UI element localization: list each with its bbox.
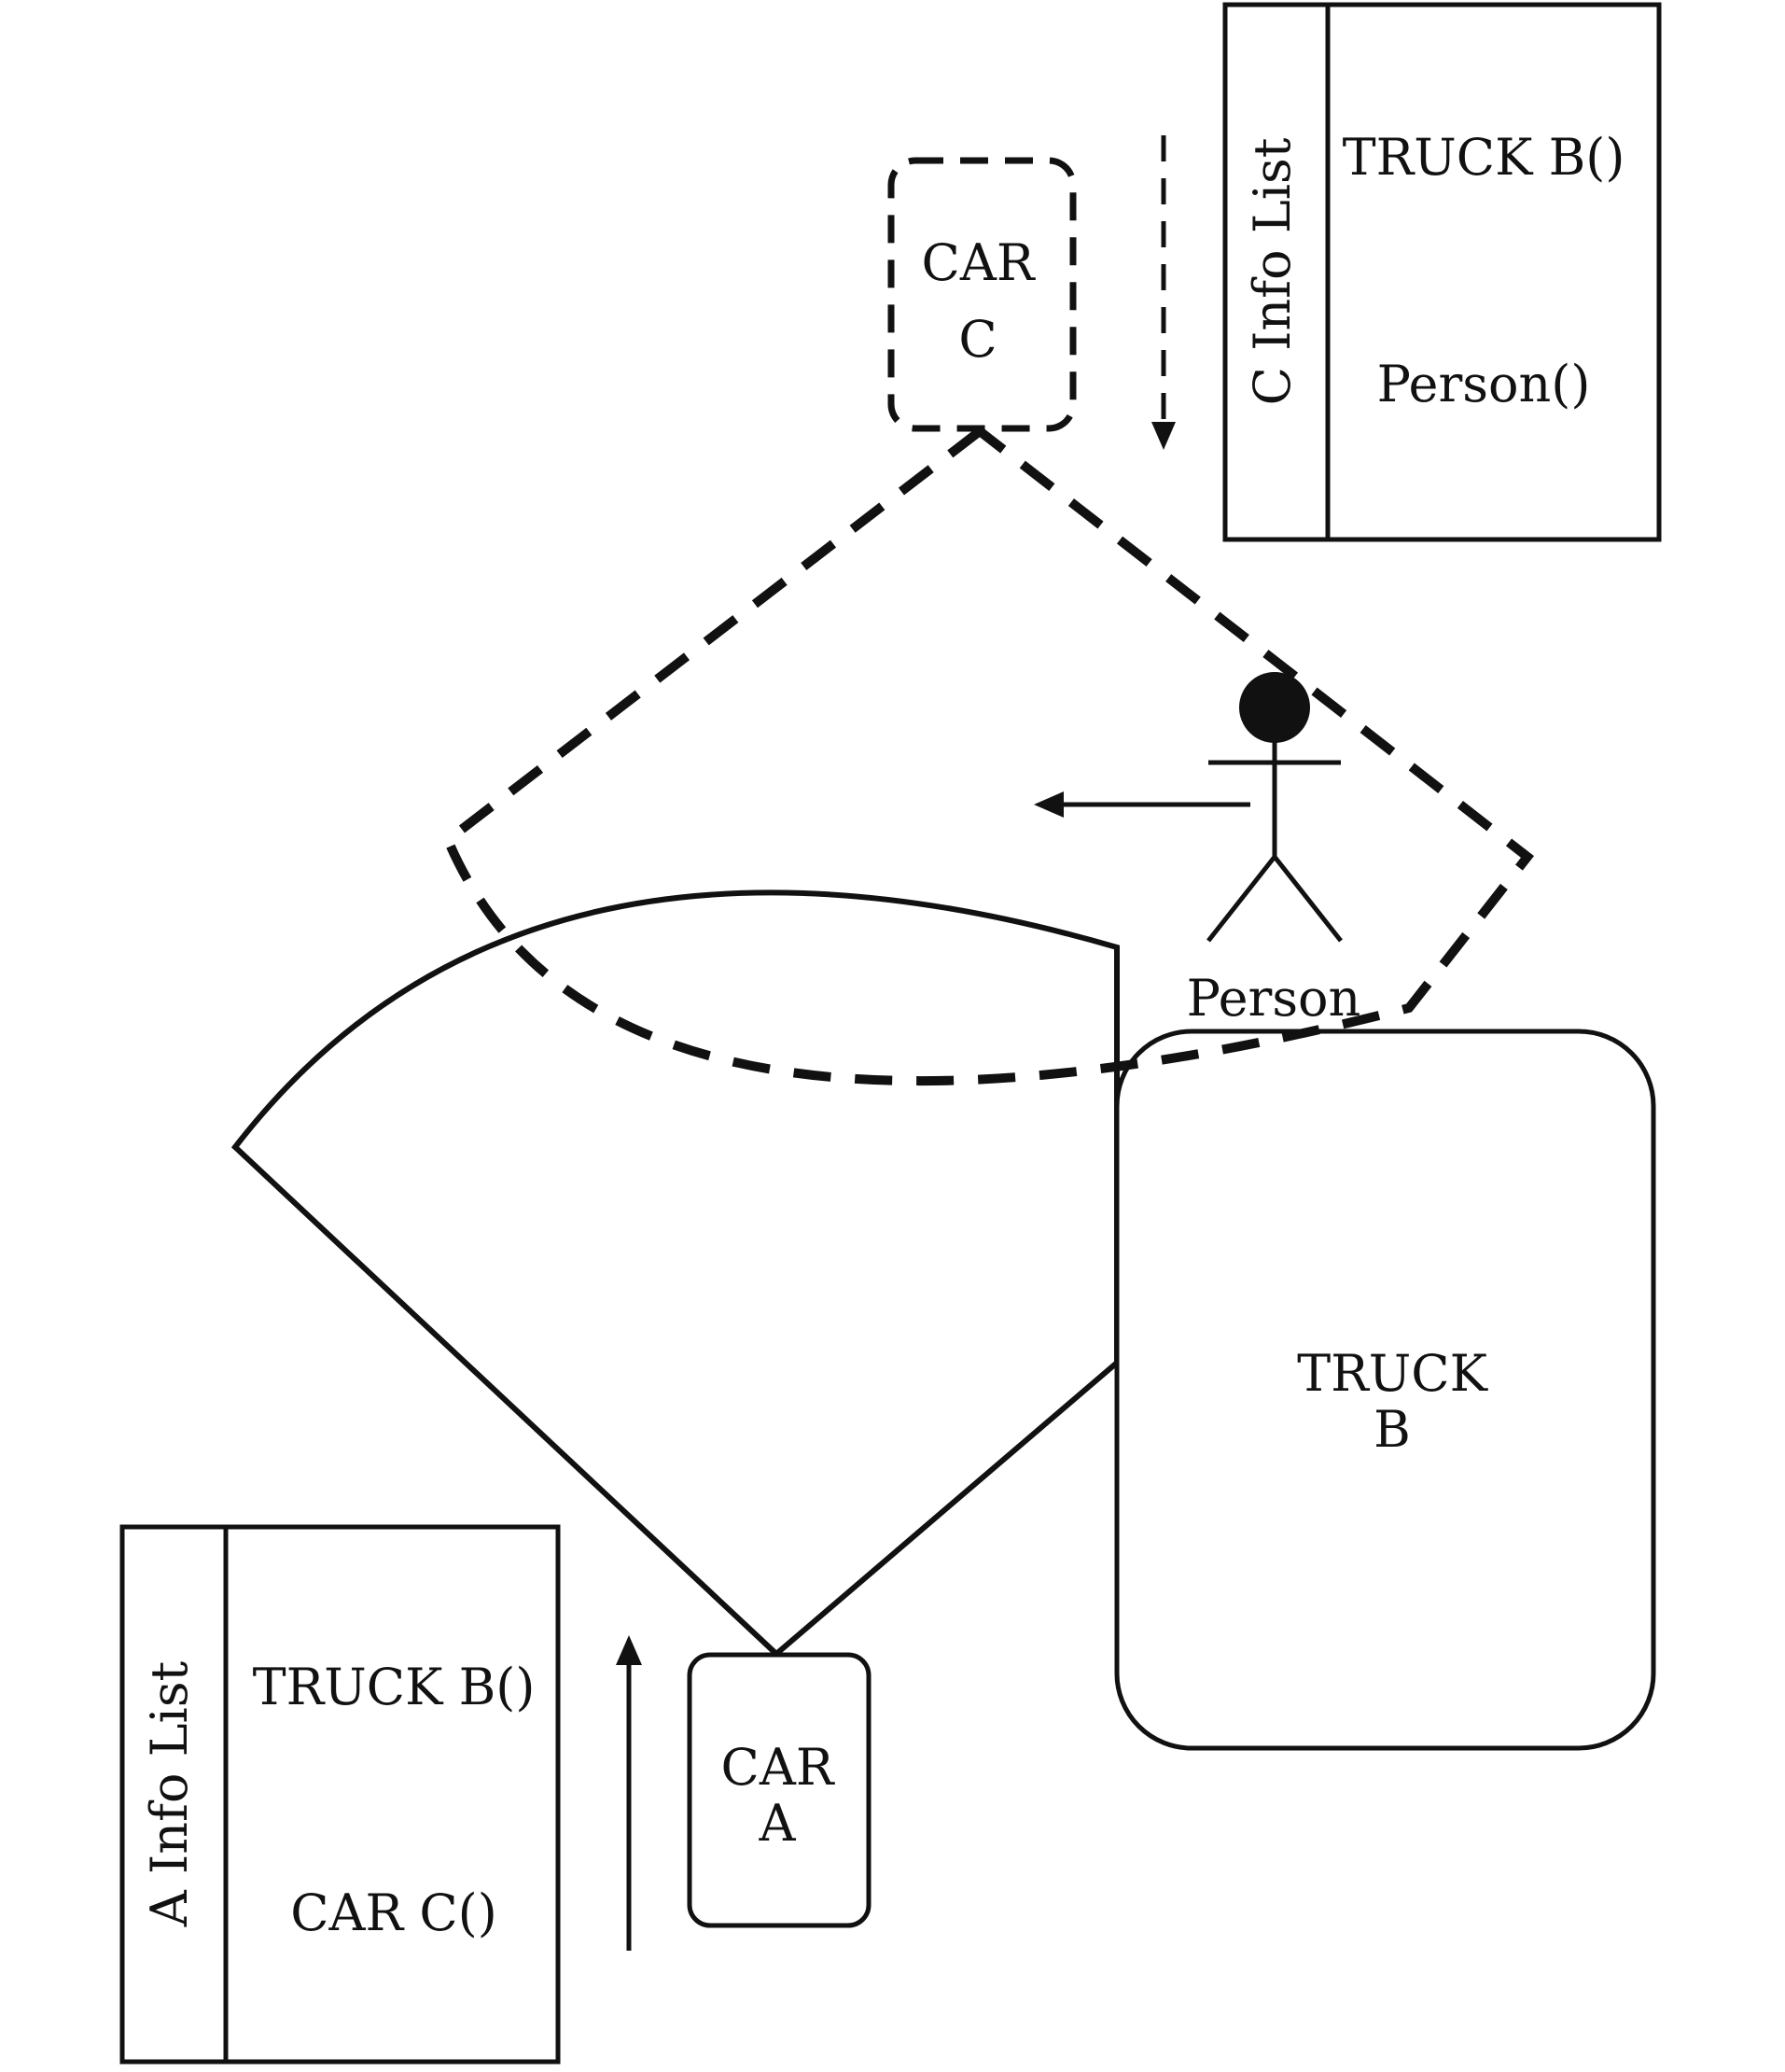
c-info-list-title: C Info List — [1243, 137, 1302, 405]
person-label: Person — [1187, 969, 1361, 1028]
truck-b-label-line1: TRUCK — [1297, 1344, 1489, 1403]
a-info-list-item: TRUCK B() — [253, 1658, 536, 1716]
a-info-list-title: A Info List — [140, 1660, 199, 1927]
person-direction-arrowhead — [1034, 791, 1064, 818]
c-info-list-item: TRUCK B() — [1343, 128, 1625, 187]
c-info-list-item: Person() — [1377, 355, 1591, 413]
car-c-box — [887, 157, 1077, 432]
person-figure — [1206, 672, 1343, 943]
car-a-label-line1: CAR — [721, 1738, 835, 1797]
truck-b-box — [1114, 1029, 1656, 1751]
a-info-list: A Info List TRUCK B() CAR C() — [119, 1524, 561, 2065]
car-a-direction-arrowhead — [616, 1635, 642, 1665]
car-c-sensing-sector — [441, 425, 1535, 1086]
car-c-label-line1: CAR — [922, 233, 1036, 292]
a-info-list-item: CAR C() — [290, 1883, 497, 1942]
c-info-list: C Info List TRUCK B() Person() — [1222, 2, 1662, 542]
car-a-label-line2: A — [759, 1794, 797, 1853]
car-a-sensing-sector — [230, 889, 1120, 1659]
car-c-direction-arrowhead — [1151, 422, 1176, 450]
person-head — [1239, 672, 1310, 743]
truck-b-label-line2: B — [1374, 1400, 1411, 1459]
car-c-label-line2: C — [958, 310, 997, 369]
car-a-box — [687, 1652, 872, 1928]
